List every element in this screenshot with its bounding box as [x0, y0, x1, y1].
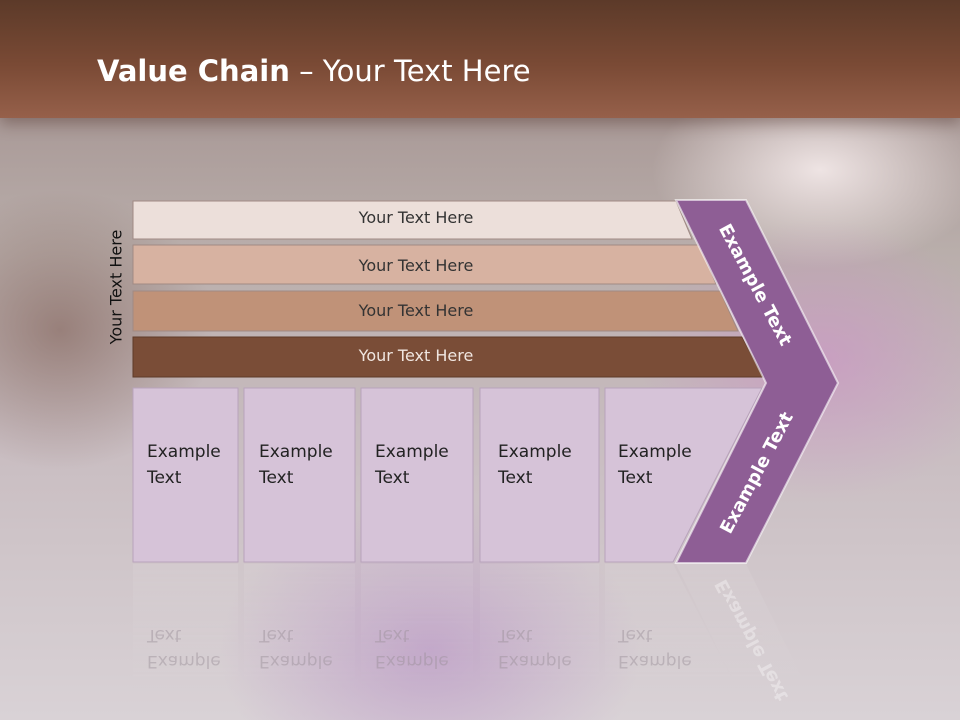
reflection-label-3-line1: Example — [375, 651, 449, 671]
row-label-4: Your Text Here — [358, 346, 474, 365]
title-bar: Value Chain – Your Text Here — [0, 0, 960, 118]
row-bar-1 — [132, 200, 693, 240]
row-label-1: Your Text Here — [358, 208, 474, 227]
activity-box-5 — [604, 387, 763, 563]
reflection-box-2 — [244, 564, 355, 694]
margin-chevron — [674, 199, 840, 564]
reflection-label-3-line2: Text — [375, 625, 410, 645]
box-label-2-line1: Example — [259, 442, 333, 462]
row-bar-3 — [132, 290, 739, 332]
reflection-box-4 — [480, 564, 599, 694]
box-label-4-line2: Text — [498, 468, 533, 488]
box-label-5-line2: Text — [618, 468, 653, 488]
box-label-2-line2: Text — [259, 468, 294, 488]
row-label-2: Your Text Here — [358, 256, 474, 275]
reflection-label-5: Example Text — [618, 622, 692, 674]
box-label-1-line1: Example — [147, 442, 221, 462]
reflection-label-3: Example Text — [375, 622, 449, 674]
reflection-label-1: Example Text — [147, 622, 221, 674]
reflection-box-3 — [361, 564, 473, 694]
reflection-label-2-line2: Text — [259, 625, 294, 645]
reflection-label-1-line2: Text — [147, 625, 182, 645]
activity-box-1 — [132, 387, 239, 563]
reflection-box-5 — [605, 564, 740, 694]
box-label-1-line2: Text — [147, 468, 182, 488]
reflection — [133, 564, 810, 694]
box-label-4-line1: Example — [498, 442, 572, 462]
activity-box-4 — [479, 387, 600, 563]
activity-box-3 — [360, 387, 474, 563]
row-label-3: Your Text Here — [358, 301, 474, 320]
side-label-text: Your Text Here — [106, 229, 126, 345]
reflection-label-4: Example Text — [498, 622, 572, 674]
reflection-box-1 — [133, 564, 238, 694]
box-label-3-line1: Example — [375, 442, 449, 462]
slide-title-bold: Value Chain — [97, 54, 290, 88]
slide-title: Value Chain – Your Text Here — [97, 54, 531, 88]
reflection-label-4-line1: Example — [498, 651, 572, 671]
reflection-label-2-line1: Example — [259, 651, 333, 671]
reflection-label-1-line1: Example — [147, 651, 221, 671]
reflection-label-5-line1: Example — [618, 651, 692, 671]
box-label-5-line1: Example — [618, 442, 692, 462]
reflection-label-5-line2: Text — [618, 625, 653, 645]
row-bar-2 — [132, 244, 717, 285]
activity-box-2 — [243, 387, 356, 563]
reflection-chevron — [676, 564, 810, 694]
slide-title-rest: – Your Text Here — [289, 54, 531, 88]
box-label-3-line2: Text — [375, 468, 410, 488]
reflection-label-4-line2: Text — [498, 625, 533, 645]
reflection-label-2: Example Text — [259, 622, 333, 674]
